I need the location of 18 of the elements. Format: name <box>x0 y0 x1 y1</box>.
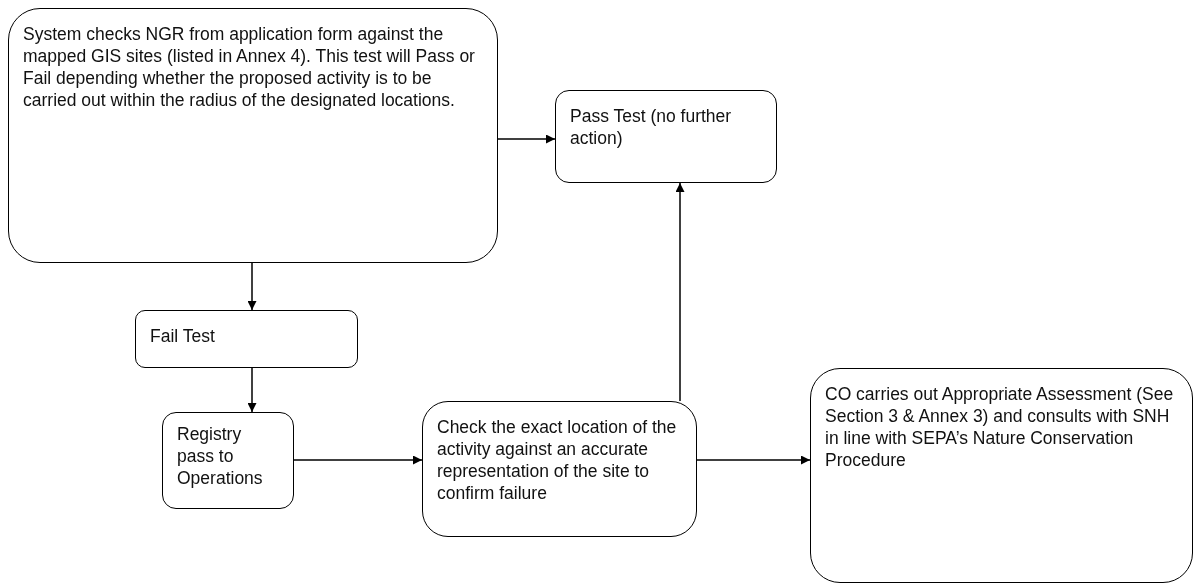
arrow <box>696 455 811 465</box>
box-text: CO carries out Appropriate Assessment (See Section 3 & Annex 3) and consults with SNH in line with SEPA’s Nature Conservation Procedure <box>825 383 1175 471</box>
box-text: System checks NGR from application form against the mapped GIS sites (listed in Annex 4). This test will Pass or Fail depending whether the proposed activity is to be carried out within the radius of the designated locations. <box>23 23 476 111</box>
arrow <box>675 182 685 402</box>
process-box <box>555 90 777 183</box>
process-box <box>810 368 1193 583</box>
arrow <box>247 262 257 311</box>
process-box <box>135 310 358 368</box>
box-text: Registry pass to Operations <box>177 423 264 489</box>
arrow <box>293 455 423 465</box>
process-box <box>8 8 498 263</box>
arrow <box>247 367 257 413</box>
arrow <box>497 134 556 144</box>
box-text: Check the exact location of the activity against an accurate representation of the site to confirm failure <box>437 416 678 504</box>
process-box <box>422 401 697 537</box>
box-text: Pass Test (no further action) <box>570 105 733 149</box>
box-text: Fail Test <box>150 325 216 347</box>
process-box <box>162 412 294 509</box>
